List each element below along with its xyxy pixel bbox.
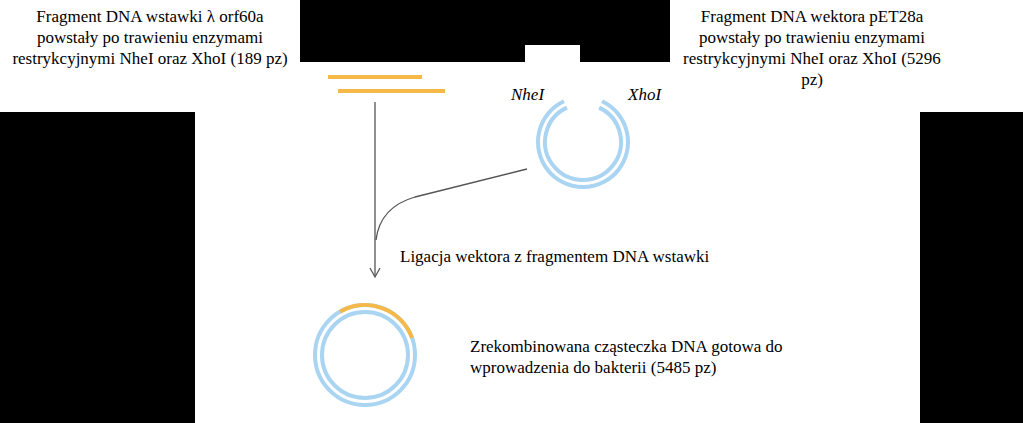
enzyme-site: XhoI (628, 84, 688, 105)
insert-strand (328, 75, 422, 79)
caption-text: Fragment DNA wstawki λ orf60a powstały p… (10, 6, 290, 69)
arrow-head (370, 268, 380, 277)
white-panel (195, 62, 920, 423)
vector-strand (538, 101, 628, 187)
recombinant-strand (322, 312, 408, 398)
caption-box: Fragment DNA wektora pET28a powstały po … (670, 0, 1023, 112)
vector-join-line (376, 169, 527, 240)
caption-text: Fragment DNA wektora pET28a powstały po … (676, 6, 948, 90)
inserted-fragment (340, 305, 412, 338)
step-label: Ligacja wektora z fragmentem DNA wstawki (400, 246, 820, 267)
ligation-arrow (374, 102, 375, 276)
insert-strand (338, 89, 445, 93)
enzyme-site: NheI (511, 84, 571, 105)
white-tab (525, 45, 580, 65)
caption-box: Fragment DNA wstawki λ orf60a powstały p… (0, 0, 300, 112)
recombinant-strand (315, 305, 415, 405)
result-label: Zrekombinowana cząsteczka DNA gotowa do … (470, 336, 815, 378)
vector-strand (545, 108, 621, 180)
